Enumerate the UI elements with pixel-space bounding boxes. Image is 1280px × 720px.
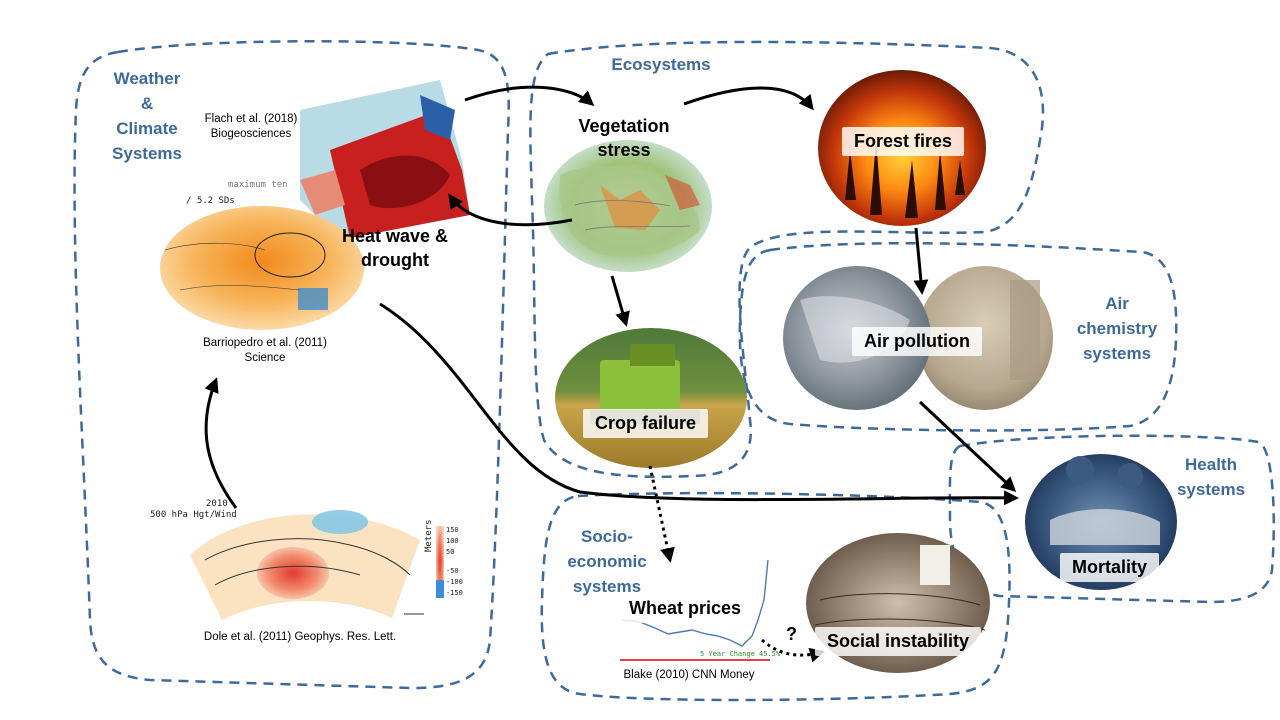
citation-flach: Flach et al. (2018) Biogeosciences [204,113,298,140]
group-label-weather-climate: Weather & Climate Systems [112,69,182,163]
dole-units: Meters [424,519,434,552]
arrow-dole-to-barriopedro [204,377,238,509]
node-heatwave-drought: Heat wave & drought [341,226,449,270]
node-mortality: Mortality [1060,553,1160,582]
arrow-forest-fires-to-air-pollution [913,227,929,295]
citation-barriopedro: Barriopedro et al. (2011) Science [203,337,327,364]
group-label-air-chemistry: Air chemistry systems [1076,294,1158,363]
node-crop-failure: Crop failure [583,409,709,438]
arrow-vegetation-to-forest-fires [683,86,814,111]
crop-failure-image [555,328,747,468]
barriopedro-maxtemp: maximum ten [228,180,288,190]
vegetation-stress-image [544,140,712,272]
node-wheat-prices: Wheat prices [617,594,754,623]
node-vegetation-stress: Vegetation stress [578,116,670,160]
arrow-crop-failure-to-wheat-prices [648,465,675,563]
dole-year: 2010 [206,499,228,509]
socio-economic-boundary [540,491,1011,702]
arrow-heatwave-to-vegetation [464,85,595,106]
arrow-heatwave-to-mortality [379,302,1019,506]
air-chemistry-boundary [738,241,1178,432]
arrow-vegetation-to-crop-failure [610,275,630,327]
citation-dole: Dole et al. (2011) Geophys. Res. Lett. [203,631,397,643]
colorbar-tick-3: -50 [446,567,459,575]
heatwave-map-image [300,80,470,240]
dole-map-image [190,510,444,620]
barriopedro-sds: / 5.2 SDs [186,196,235,206]
weather-climate-boundary [73,40,510,690]
group-label-ecosystems: Ecosystems [611,55,711,74]
arrow-air-pollution-to-mortality [918,400,1017,493]
node-social-instability: Social instability [815,627,982,656]
node-air-pollution: Air pollution [852,327,982,356]
barriopedro-map-image [160,206,364,330]
wheat-change: 5 Year Change 45.5% [700,650,781,658]
group-label-health: Health systems [1176,455,1246,499]
citation-blake: Blake (2010) CNN Money [623,669,755,681]
colorbar-tick-4: -100 [446,578,463,586]
dole-field: 500 hPa Hgt/Wind [150,510,237,520]
colorbar-tick-2: 50 [446,548,455,556]
colorbar-tick-1: 100 [446,537,459,545]
ecosystems-boundary [529,40,1045,479]
health-boundary [948,434,1275,604]
colorbar-tick-5: -150 [446,589,463,597]
question-mark: ? [786,624,797,644]
group-label-socio-economic: Socio- economic systems [567,527,647,596]
colorbar-tick-0: 150 [446,526,459,534]
node-forest-fires: Forest fires [842,127,965,156]
arrow-vegetation-to-heatwave [448,193,573,227]
